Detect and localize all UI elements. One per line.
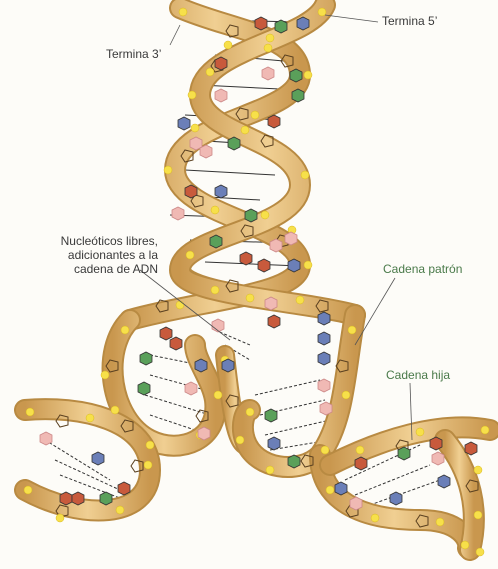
label-template-strand: Cadena patrón bbox=[383, 262, 462, 276]
label-free-nucleotides-line3: cadena de ADN bbox=[8, 262, 158, 276]
label-free-nucleotides-line2: adicionantes a la bbox=[8, 248, 158, 262]
label-free-nucleotides-line1: Nucleóticos libres, bbox=[8, 234, 158, 248]
label-terminus-5: Termina 5’ bbox=[382, 14, 437, 28]
backbone-strands bbox=[25, 5, 490, 550]
label-terminus-3: Termina 3’ bbox=[106, 47, 161, 61]
label-free-nucleotides: Nucleóticos libres, adicionantes a la ca… bbox=[8, 234, 158, 276]
label-daughter-strand: Cadena hija bbox=[386, 368, 450, 382]
